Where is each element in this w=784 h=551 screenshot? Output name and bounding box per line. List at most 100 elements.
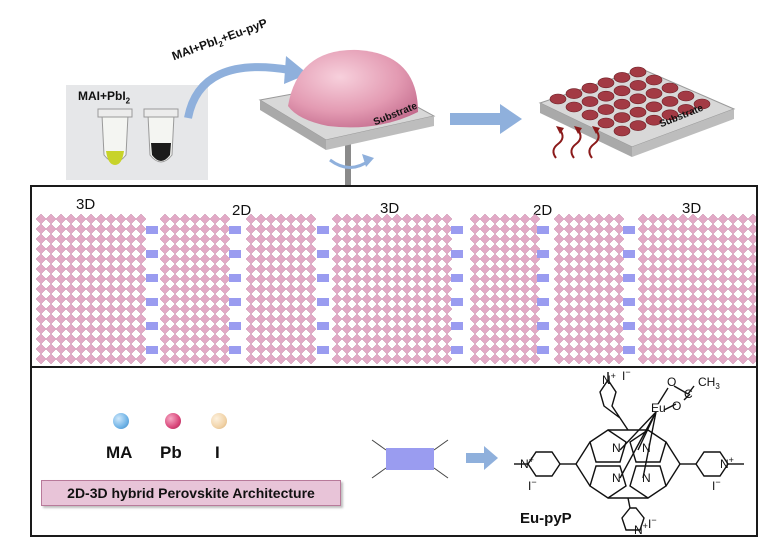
pbi6-octahedron [341, 333, 353, 345]
pbi6-octahedron [95, 343, 107, 355]
pbi6-octahedron [245, 313, 257, 325]
pbi6-octahedron [265, 263, 277, 275]
organic-spacer [229, 250, 241, 258]
pbi6-octahedron [95, 223, 107, 235]
pbi6-octahedron [529, 353, 541, 364]
pbi6-octahedron [115, 223, 127, 235]
pbi6-octahedron [519, 253, 531, 265]
pbi6-octahedron [135, 223, 147, 235]
pbi6-octahedron [105, 313, 117, 325]
pbi6-octahedron [613, 333, 625, 345]
pbi6-octahedron [667, 283, 679, 295]
pbi6-octahedron [189, 213, 201, 225]
pbi6-octahedron [159, 273, 171, 285]
pbi6-octahedron [275, 253, 287, 265]
pbi6-octahedron [219, 263, 231, 275]
pbi6-octahedron [219, 353, 231, 364]
pbi6-octahedron [499, 283, 511, 295]
pbi6-octahedron [95, 243, 107, 255]
organic-spacer [146, 322, 158, 330]
pbi6-octahedron [489, 253, 501, 265]
pbi6-octahedron [401, 233, 413, 245]
pbi6-octahedron [189, 283, 201, 295]
pbi6-octahedron [687, 293, 699, 305]
crystal-grain [597, 90, 615, 102]
pbi6-octahedron [687, 213, 699, 225]
pbi6-octahedron [105, 233, 117, 245]
pbi6-octahedron [219, 323, 231, 335]
crystal-grain [677, 90, 695, 102]
pbi6-octahedron [717, 233, 729, 245]
pbi6-octahedron [45, 243, 57, 255]
pbi6-octahedron [361, 293, 373, 305]
pbi6-octahedron [75, 273, 87, 285]
pbi6-octahedron [305, 283, 317, 295]
pbi6-octahedron [647, 333, 659, 345]
pbi6-octahedron [95, 303, 107, 315]
pbi6-octahedron [255, 243, 267, 255]
pbi6-octahedron [361, 313, 373, 325]
crystal-grain [661, 96, 679, 107]
pbi6-octahedron [169, 323, 181, 335]
pbi6-octahedron [245, 323, 257, 335]
pbi6-octahedron [401, 293, 413, 305]
pbi6-octahedron [95, 313, 107, 325]
pbi6-octahedron [199, 263, 211, 275]
pbi6-octahedron [469, 323, 481, 335]
pbi6-octahedron [115, 253, 127, 265]
vial-photo: MAI+PbI2 [66, 85, 208, 180]
organic-spacer [537, 226, 549, 234]
pbi6-octahedron [667, 333, 679, 345]
pbi6-octahedron [159, 263, 171, 275]
pbi6-octahedron [431, 343, 443, 355]
pbi6-octahedron [479, 313, 491, 325]
pbi6-octahedron [125, 353, 137, 364]
pbi6-octahedron [727, 283, 739, 295]
pbi6-octahedron [265, 223, 277, 235]
pbi6-octahedron [657, 223, 669, 235]
pbi6-octahedron [499, 213, 511, 225]
pbi6-octahedron [295, 243, 307, 255]
crystal-grain [645, 88, 663, 99]
crystal-grain [629, 106, 647, 118]
pbi6-octahedron [169, 223, 181, 235]
pbi6-octahedron [285, 283, 297, 295]
pbi6-octahedron [391, 293, 403, 305]
pbi6-octahedron [479, 223, 491, 235]
pbi6-octahedron [667, 303, 679, 315]
pbi6-octahedron [637, 333, 649, 345]
pbi6-octahedron [431, 263, 443, 275]
pbi6-octahedron [179, 213, 191, 225]
pbi6-octahedron [737, 283, 749, 295]
pbi6-octahedron [677, 353, 689, 364]
pbi6-octahedron [381, 263, 393, 275]
pbi6-octahedron [697, 293, 709, 305]
crystal-grain [613, 125, 631, 137]
pbi6-octahedron [35, 323, 47, 335]
pbi6-octahedron [737, 293, 749, 305]
pbi6-octahedron [593, 303, 605, 315]
pbi6-octahedron [553, 293, 565, 305]
pbi6-octahedron [275, 333, 287, 345]
pbi6-octahedron [285, 213, 297, 225]
pbi6-octahedron [573, 263, 585, 275]
pbi6-octahedron [687, 313, 699, 325]
pbi6-octahedron [411, 293, 423, 305]
pbi6-octahedron [411, 243, 423, 255]
pbi6-octahedron [305, 313, 317, 325]
pbi6-octahedron [479, 253, 491, 265]
pbi6-octahedron [55, 313, 67, 325]
pbi6-octahedron [95, 213, 107, 225]
pbi6-octahedron [657, 263, 669, 275]
pbi6-octahedron [593, 263, 605, 275]
organic-spacer [537, 346, 549, 354]
pbi6-octahedron [747, 223, 756, 235]
pbi6-octahedron [657, 313, 669, 325]
pbi6-octahedron [65, 233, 77, 245]
pbi6-octahedron [331, 273, 343, 285]
pbi6-octahedron [687, 333, 699, 345]
pbi6-octahedron [553, 273, 565, 285]
pbi6-octahedron [637, 233, 649, 245]
pbi6-octahedron [55, 353, 67, 364]
pbi6-octahedron [441, 263, 453, 275]
